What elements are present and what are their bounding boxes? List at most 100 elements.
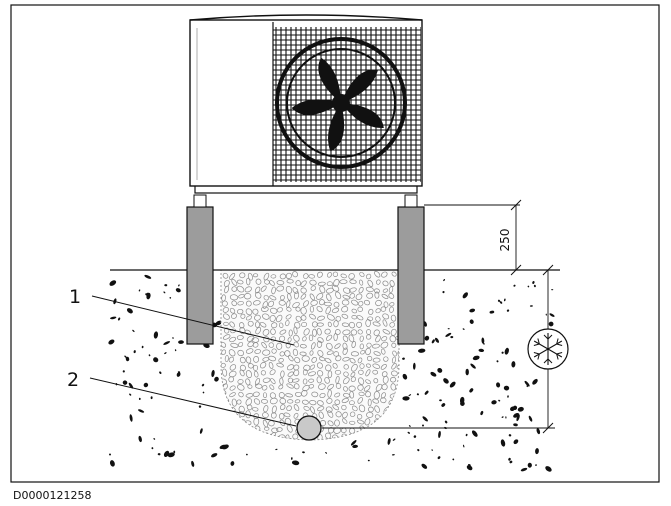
gravel-stone — [390, 376, 397, 383]
leader-2 — [89, 377, 297, 427]
gravel-stone — [331, 284, 340, 292]
gravel-stone — [237, 308, 244, 315]
soil-particle — [489, 310, 495, 314]
soil-particle — [391, 454, 395, 456]
gravel-stone — [373, 288, 380, 294]
soil-particle — [402, 396, 410, 401]
dimension-250-label: 250 — [498, 229, 512, 252]
soil-particle — [163, 291, 166, 294]
gravel-stone — [349, 391, 355, 399]
gravel-stone — [383, 356, 389, 362]
gravel-stone — [276, 427, 283, 432]
gravel-stone — [231, 300, 237, 307]
gravel-stone — [334, 369, 342, 375]
gravel-stone — [335, 383, 342, 389]
gravel-stone — [293, 341, 299, 348]
soil-particle — [510, 406, 515, 412]
gravel-stone — [325, 406, 333, 413]
gravel-stone — [267, 300, 275, 308]
fan-blade — [341, 69, 378, 103]
gravel-stone — [278, 392, 285, 399]
gravel-stone — [318, 411, 324, 419]
gravel-stone — [359, 272, 365, 277]
gravel-stone — [221, 341, 227, 348]
soil-particle — [117, 317, 121, 321]
gravel-stone — [380, 392, 386, 399]
soil-particle — [517, 406, 524, 412]
gravel-stone — [359, 363, 365, 369]
gravel-stone — [246, 335, 255, 342]
gravel-stone — [390, 418, 396, 425]
gravel-stone — [382, 313, 390, 320]
gravel-stone — [238, 411, 245, 418]
gravel-stone — [237, 349, 245, 357]
gravel-stone — [295, 280, 301, 287]
gravel-stone — [374, 405, 380, 413]
soil-particle — [551, 289, 554, 291]
soil-particle — [528, 415, 533, 422]
gravel-stone — [400, 413, 406, 420]
gravel-stone — [356, 419, 365, 425]
gravel-stone — [292, 433, 299, 440]
soil-particle — [413, 435, 417, 438]
gravel-stone — [231, 313, 237, 319]
gravel-stone — [253, 417, 260, 426]
gravel-stone — [373, 329, 380, 336]
gravel-stone — [371, 343, 380, 349]
gravel-stone — [396, 432, 399, 439]
soil-particle — [141, 345, 144, 349]
gravel-stone — [389, 302, 395, 307]
gravel-stone — [222, 334, 231, 340]
soil-particle — [148, 354, 151, 357]
gravel-stone — [263, 405, 269, 413]
gravel-stone — [388, 286, 394, 293]
gravel-stone — [256, 434, 262, 440]
gravel-stone — [335, 355, 342, 362]
gravel-stone — [356, 321, 363, 328]
soil-particle — [291, 460, 300, 466]
soil-particle — [470, 363, 476, 369]
gravel-stone — [246, 315, 252, 321]
gravel-stone — [381, 383, 388, 391]
gravel-stone — [342, 418, 348, 424]
gravel-stone — [301, 399, 309, 405]
gravel-stone — [398, 356, 399, 363]
heat-pump-unit — [189, 14, 423, 194]
gravel-stone — [222, 412, 228, 418]
gravel-stone — [236, 335, 244, 340]
soil-particle — [508, 434, 512, 437]
gravel-stone — [263, 294, 269, 301]
gravel-stone — [247, 341, 254, 348]
gravel-stone — [269, 307, 278, 314]
gravel-stone — [309, 350, 314, 356]
gravel-stone — [309, 313, 316, 320]
soil-particle — [417, 449, 420, 452]
gravel-stone — [368, 406, 374, 413]
gravel-stone — [278, 413, 285, 420]
gravel-stone — [383, 301, 389, 308]
soil-particle — [529, 305, 533, 307]
gravel-stone — [255, 326, 262, 335]
soil-particle — [201, 383, 205, 387]
gravel-stone — [245, 348, 254, 354]
gravel-stone — [316, 376, 322, 384]
soil-particle — [133, 350, 136, 354]
gravel-stone — [366, 434, 372, 440]
gravel-stone — [300, 293, 307, 300]
soil-particle — [157, 453, 161, 456]
gravel-stone — [312, 328, 317, 337]
gravel-stone — [260, 399, 269, 404]
gravel-stone — [271, 348, 277, 354]
gravel-stone — [372, 321, 381, 327]
gravel-stone — [231, 278, 238, 286]
gravel-stone — [252, 391, 260, 398]
gravel-stone — [327, 271, 332, 278]
fan-blade — [328, 103, 345, 152]
gravel-stone — [270, 378, 276, 385]
soil-particle — [422, 424, 424, 427]
gravel-stone — [355, 293, 363, 301]
soil-particle — [325, 452, 328, 454]
gravel-stone — [221, 349, 227, 355]
gravel-stone — [247, 272, 253, 281]
gravel-stone — [357, 357, 363, 364]
